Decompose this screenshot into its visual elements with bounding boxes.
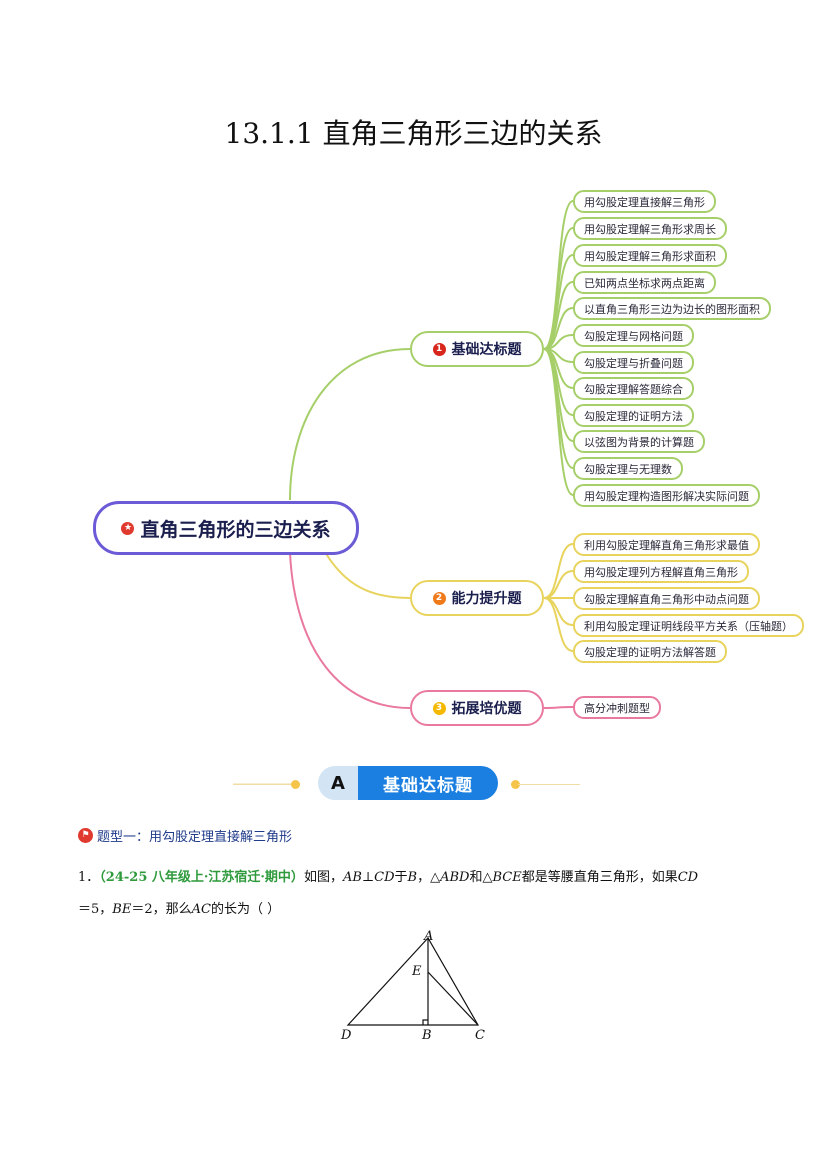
q-text: 于 <box>394 870 408 885</box>
connector-branch-2 <box>324 551 411 599</box>
q-text: 和△ <box>469 870 493 885</box>
mindmap-leaf: 利用勾股定理证明线段平方关系（压轴题） <box>573 614 804 637</box>
section-banner: A 基础达标题 <box>318 766 498 800</box>
branch-label: 拓展培优题 <box>451 701 522 717</box>
connector-branch-1 <box>289 348 411 501</box>
connector-branch-3 <box>289 552 411 709</box>
branch-label: 能力提升题 <box>451 591 522 607</box>
mindmap-leaf: 用勾股定理解三角形求周长 <box>573 217 727 240</box>
point-label-b: B <box>422 1028 432 1043</box>
mindmap-leaf: 用勾股定理直接解三角形 <box>573 190 716 213</box>
question-number: 1． <box>78 870 100 885</box>
q-text: 都是等腰直角三角形，如果 <box>521 870 678 885</box>
q-text: ，△ <box>417 870 441 885</box>
leaf-connector <box>543 597 574 652</box>
mindmap-leaf: 勾股定理与无理数 <box>573 457 683 480</box>
leaf-connector <box>543 597 574 626</box>
q-math: BCE <box>492 870 522 885</box>
q-math: B <box>407 870 418 885</box>
q-text: ＝5， <box>78 902 113 917</box>
branch-node-advanced: 2 能力提升题 <box>410 580 544 616</box>
flag-icon: ⚑ <box>78 828 93 843</box>
mindmap-leaf: 勾股定理与折叠问题 <box>573 351 694 374</box>
mindmap-leaf: 以直角三角形三边为边长的图形面积 <box>573 297 771 320</box>
number-3-icon: 3 <box>432 701 446 715</box>
mindmap-leaf: 勾股定理解直角三角形中动点问题 <box>573 587 760 610</box>
point-label-c: C <box>475 1028 485 1043</box>
banner-line-left <box>233 784 295 785</box>
page-title: 13.1.1 直角三角形三边的关系 <box>224 117 603 150</box>
question-line-2: ＝5，BE＝2，那么AC的长为（ ） <box>78 898 280 917</box>
banner-dot-right <box>511 780 520 789</box>
q-math: AB⊥CD <box>342 870 395 885</box>
leaf-connector <box>543 348 574 496</box>
point-label-a: A <box>424 929 434 944</box>
leaf-connector <box>543 570 574 599</box>
point-label-e: E <box>412 964 422 979</box>
root-label: 直角三角形的三边关系 <box>140 518 331 541</box>
mindmap-leaf: 勾股定理与网格问题 <box>573 324 694 347</box>
mindmap-leaf: 用勾股定理列方程解直角三角形 <box>573 560 749 583</box>
branch-label: 基础达标题 <box>451 342 522 358</box>
question-type-heading: ⚑ 题型一：用勾股定理直接解三角形 <box>78 826 292 845</box>
banner-line-right <box>518 784 580 785</box>
q-math: AC <box>191 902 211 917</box>
point-label-d: D <box>341 1028 352 1043</box>
q-math: BE <box>112 902 132 917</box>
question-source: （24-25 八年级上·江苏宿迁·期中） <box>99 870 304 885</box>
branch-node-basic: 1 基础达标题 <box>410 331 544 367</box>
mindmap-leaf: 高分冲刺题型 <box>573 696 661 719</box>
mindmap-leaf: 用勾股定理构造图形解决实际问题 <box>573 484 760 507</box>
leaf-connector <box>543 227 574 350</box>
mindmap-leaf: 勾股定理的证明方法解答题 <box>573 640 727 663</box>
banner-dot-left <box>291 780 300 789</box>
question-type-label: 题型一：用勾股定理直接解三角形 <box>97 830 293 845</box>
q-math: CD <box>677 870 699 885</box>
banner-label: 基础达标题 <box>358 766 498 800</box>
q-text: 如图， <box>303 870 343 885</box>
branch-node-extension: 3 拓展培优题 <box>410 690 544 726</box>
mindmap-leaf: 以弦图为背景的计算题 <box>573 430 705 453</box>
number-2-icon: 2 <box>432 591 446 605</box>
mindmap-leaf: 用勾股定理解三角形求面积 <box>573 244 727 267</box>
number-1-icon: 1 <box>432 342 446 356</box>
question-line-1: 1．（24-25 八年级上·江苏宿迁·期中）如图，AB⊥CD于B，△ABD和△B… <box>78 866 698 885</box>
q-text: ＝2，那么 <box>131 902 192 917</box>
star-icon: ★ <box>121 521 135 535</box>
leaf-connector <box>543 706 574 709</box>
triangle-figure <box>346 936 480 1026</box>
mindmap-leaf: 已知两点坐标求两点距离 <box>573 271 716 294</box>
mindmap-leaf: 勾股定理解答题综合 <box>573 377 694 400</box>
mindmap-leaf: 勾股定理的证明方法 <box>573 404 694 427</box>
mindmap-root-node: ★ 直角三角形的三边关系 <box>93 501 359 555</box>
banner-letter: A <box>318 766 358 800</box>
q-text: 的长为（ ） <box>210 902 281 917</box>
mindmap-leaf: 利用勾股定理解直角三角形求最值 <box>573 533 760 556</box>
q-math: ABD <box>440 870 470 885</box>
